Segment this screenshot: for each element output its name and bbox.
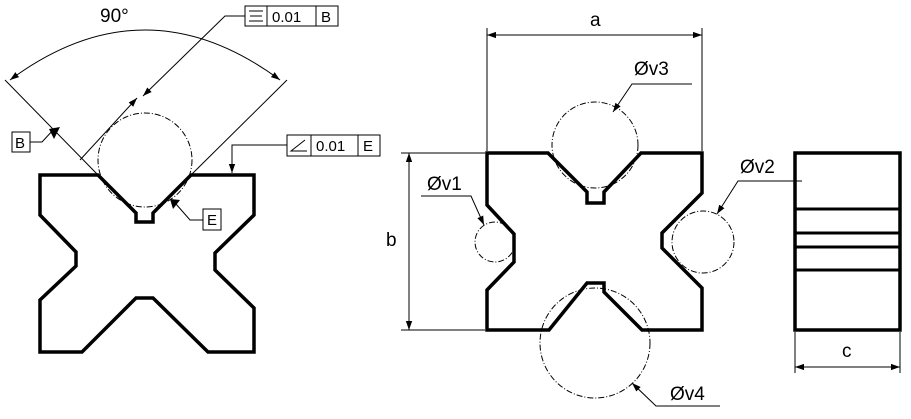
datum-e-label: E	[207, 212, 217, 229]
datum-b-triangle	[49, 127, 60, 139]
datum-b-label: B	[15, 135, 25, 152]
dia-v2-label: Øv2	[740, 157, 775, 178]
dia-v1-leader	[421, 195, 485, 226]
dim-c-label: c	[842, 341, 852, 362]
symmetry-fcf-tolerance: 0.01	[272, 9, 301, 26]
dim-a-label: a	[590, 10, 601, 31]
side-view-outline	[793, 151, 902, 332]
pin-v3-circle	[551, 101, 639, 189]
gauge-pin-circle	[97, 112, 193, 208]
pin-v2-circle	[671, 210, 735, 274]
v-block-outline-front	[485, 151, 704, 332]
angle-label: 90°	[100, 6, 129, 27]
dia-v4-leader	[631, 382, 720, 407]
dia-v1-label: Øv1	[427, 174, 462, 195]
dia-v3-label: Øv3	[634, 59, 669, 80]
pin-v4-circle	[539, 287, 651, 399]
symmetry-fcf-datum: B	[321, 9, 331, 26]
angularity-fcf-tolerance: 0.01	[316, 138, 345, 155]
dia-v2-leader	[716, 180, 802, 215]
datum-e-leader	[175, 203, 203, 221]
pin-v1-circle	[474, 221, 516, 263]
symmetry-icon	[249, 10, 263, 22]
angularity-fcf-symbol-cell	[286, 134, 312, 157]
angle-extension-left	[4, 79, 99, 176]
left-view: 90° 0.01 B B 0.01 E E	[4, 5, 381, 354]
symmetry-leader	[142, 15, 245, 97]
datum-b-leader	[30, 127, 56, 143]
dia-v4-label: Øv4	[670, 384, 705, 405]
angularity-fcf-datum-cell	[357, 134, 381, 157]
front-view: a b Øv3 Øv1 Øv2 Øv4	[386, 10, 802, 407]
angularity-leader	[228, 144, 287, 173]
datum-e-triangle	[170, 199, 180, 209]
angle-extension-right	[190, 79, 288, 176]
angularity-icon	[289, 139, 307, 152]
symmetry-fcf-datum-cell	[315, 5, 339, 27]
angularity-fcf-datum: E	[363, 138, 373, 155]
dia-v3-leader	[612, 83, 692, 113]
pin-dimension-line	[79, 97, 138, 161]
angle-arc	[9, 29, 281, 81]
side-view: c	[793, 151, 902, 373]
v-block-outline-left	[38, 173, 256, 354]
dim-b-label: b	[386, 230, 397, 251]
